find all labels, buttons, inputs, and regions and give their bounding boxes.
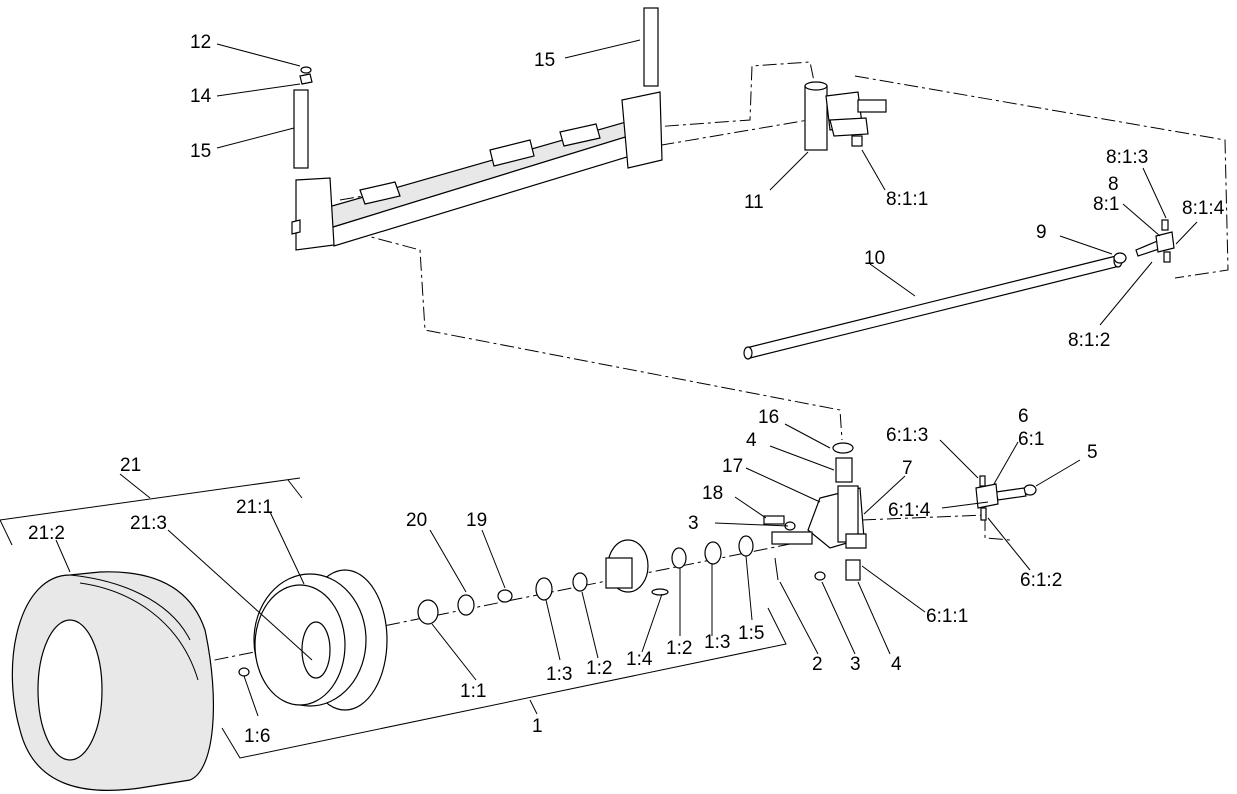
tire	[11, 571, 215, 792]
callout-8-1-2: 8:1:2	[1068, 330, 1110, 351]
spindle-11	[804, 81, 887, 151]
callout-6: 6	[1018, 406, 1029, 427]
callout-1-2: 1:2	[666, 638, 692, 659]
callout-1: 1	[532, 716, 543, 737]
tie-rod-end-6	[975, 475, 1037, 521]
callout-8-1: 8:1	[1093, 194, 1119, 215]
wheel-rim	[238, 569, 388, 711]
callout-2: 2	[812, 654, 823, 675]
callout-6-1: 6:1	[1018, 429, 1044, 450]
callout-1-1: 1:1	[460, 681, 486, 702]
callout-19: 19	[466, 510, 487, 531]
callout-1-5: 1:5	[738, 623, 764, 644]
callout-1-4: 1:4	[626, 649, 653, 670]
callout-21-3: 21:3	[130, 513, 167, 534]
callout-8-1-4: 8:1:4	[1182, 198, 1225, 219]
callout-21-1: 21:1	[236, 497, 273, 518]
front-axle-beam	[291, 7, 663, 251]
callout-15: 15	[190, 141, 211, 162]
callout-16: 16	[758, 407, 779, 428]
callout-3: 3	[688, 513, 699, 534]
callout-21: 21	[120, 455, 141, 476]
callout-labels: 12 14 15 15 11 8:1:1 8:1:3 8 8:1 8:1:4 9…	[28, 32, 1225, 747]
callout-18: 18	[702, 483, 723, 504]
callout-6-1-4: 6:1:4	[888, 500, 931, 521]
callout-1-3: 1:3	[546, 664, 572, 685]
steering-arm-17	[763, 442, 867, 581]
callout-12: 12	[190, 32, 211, 53]
callout-21-2: 21:2	[28, 523, 65, 544]
callout-3: 3	[850, 654, 861, 675]
callout-10: 10	[864, 248, 885, 269]
callout-1-3: 1:3	[704, 632, 730, 653]
callout-9: 9	[1036, 222, 1047, 243]
leader-lines	[0, 39, 1198, 759]
callout-1-2: 1:2	[586, 658, 612, 679]
callout-8-1-1: 8:1:1	[886, 189, 928, 210]
callout-4: 4	[746, 430, 757, 451]
hub-and-bearings	[417, 535, 754, 625]
callout-8: 8	[1108, 174, 1119, 195]
tie-rod-10	[743, 219, 1175, 360]
callout-20: 20	[406, 510, 427, 531]
callout-7: 7	[902, 458, 913, 479]
callout-6-1-1: 6:1:1	[926, 606, 968, 627]
callout-1-6: 1:6	[244, 726, 270, 747]
callout-8-1-3: 8:1:3	[1106, 147, 1148, 168]
callout-6-1-3: 6:1:3	[886, 425, 928, 446]
callout-5: 5	[1087, 442, 1098, 463]
callout-17: 17	[722, 456, 743, 477]
callout-6-1-2: 6:1:2	[1020, 570, 1062, 591]
callout-15: 15	[534, 50, 555, 71]
callout-11: 11	[744, 192, 764, 213]
callout-14: 14	[190, 86, 212, 107]
callout-4: 4	[891, 654, 902, 675]
